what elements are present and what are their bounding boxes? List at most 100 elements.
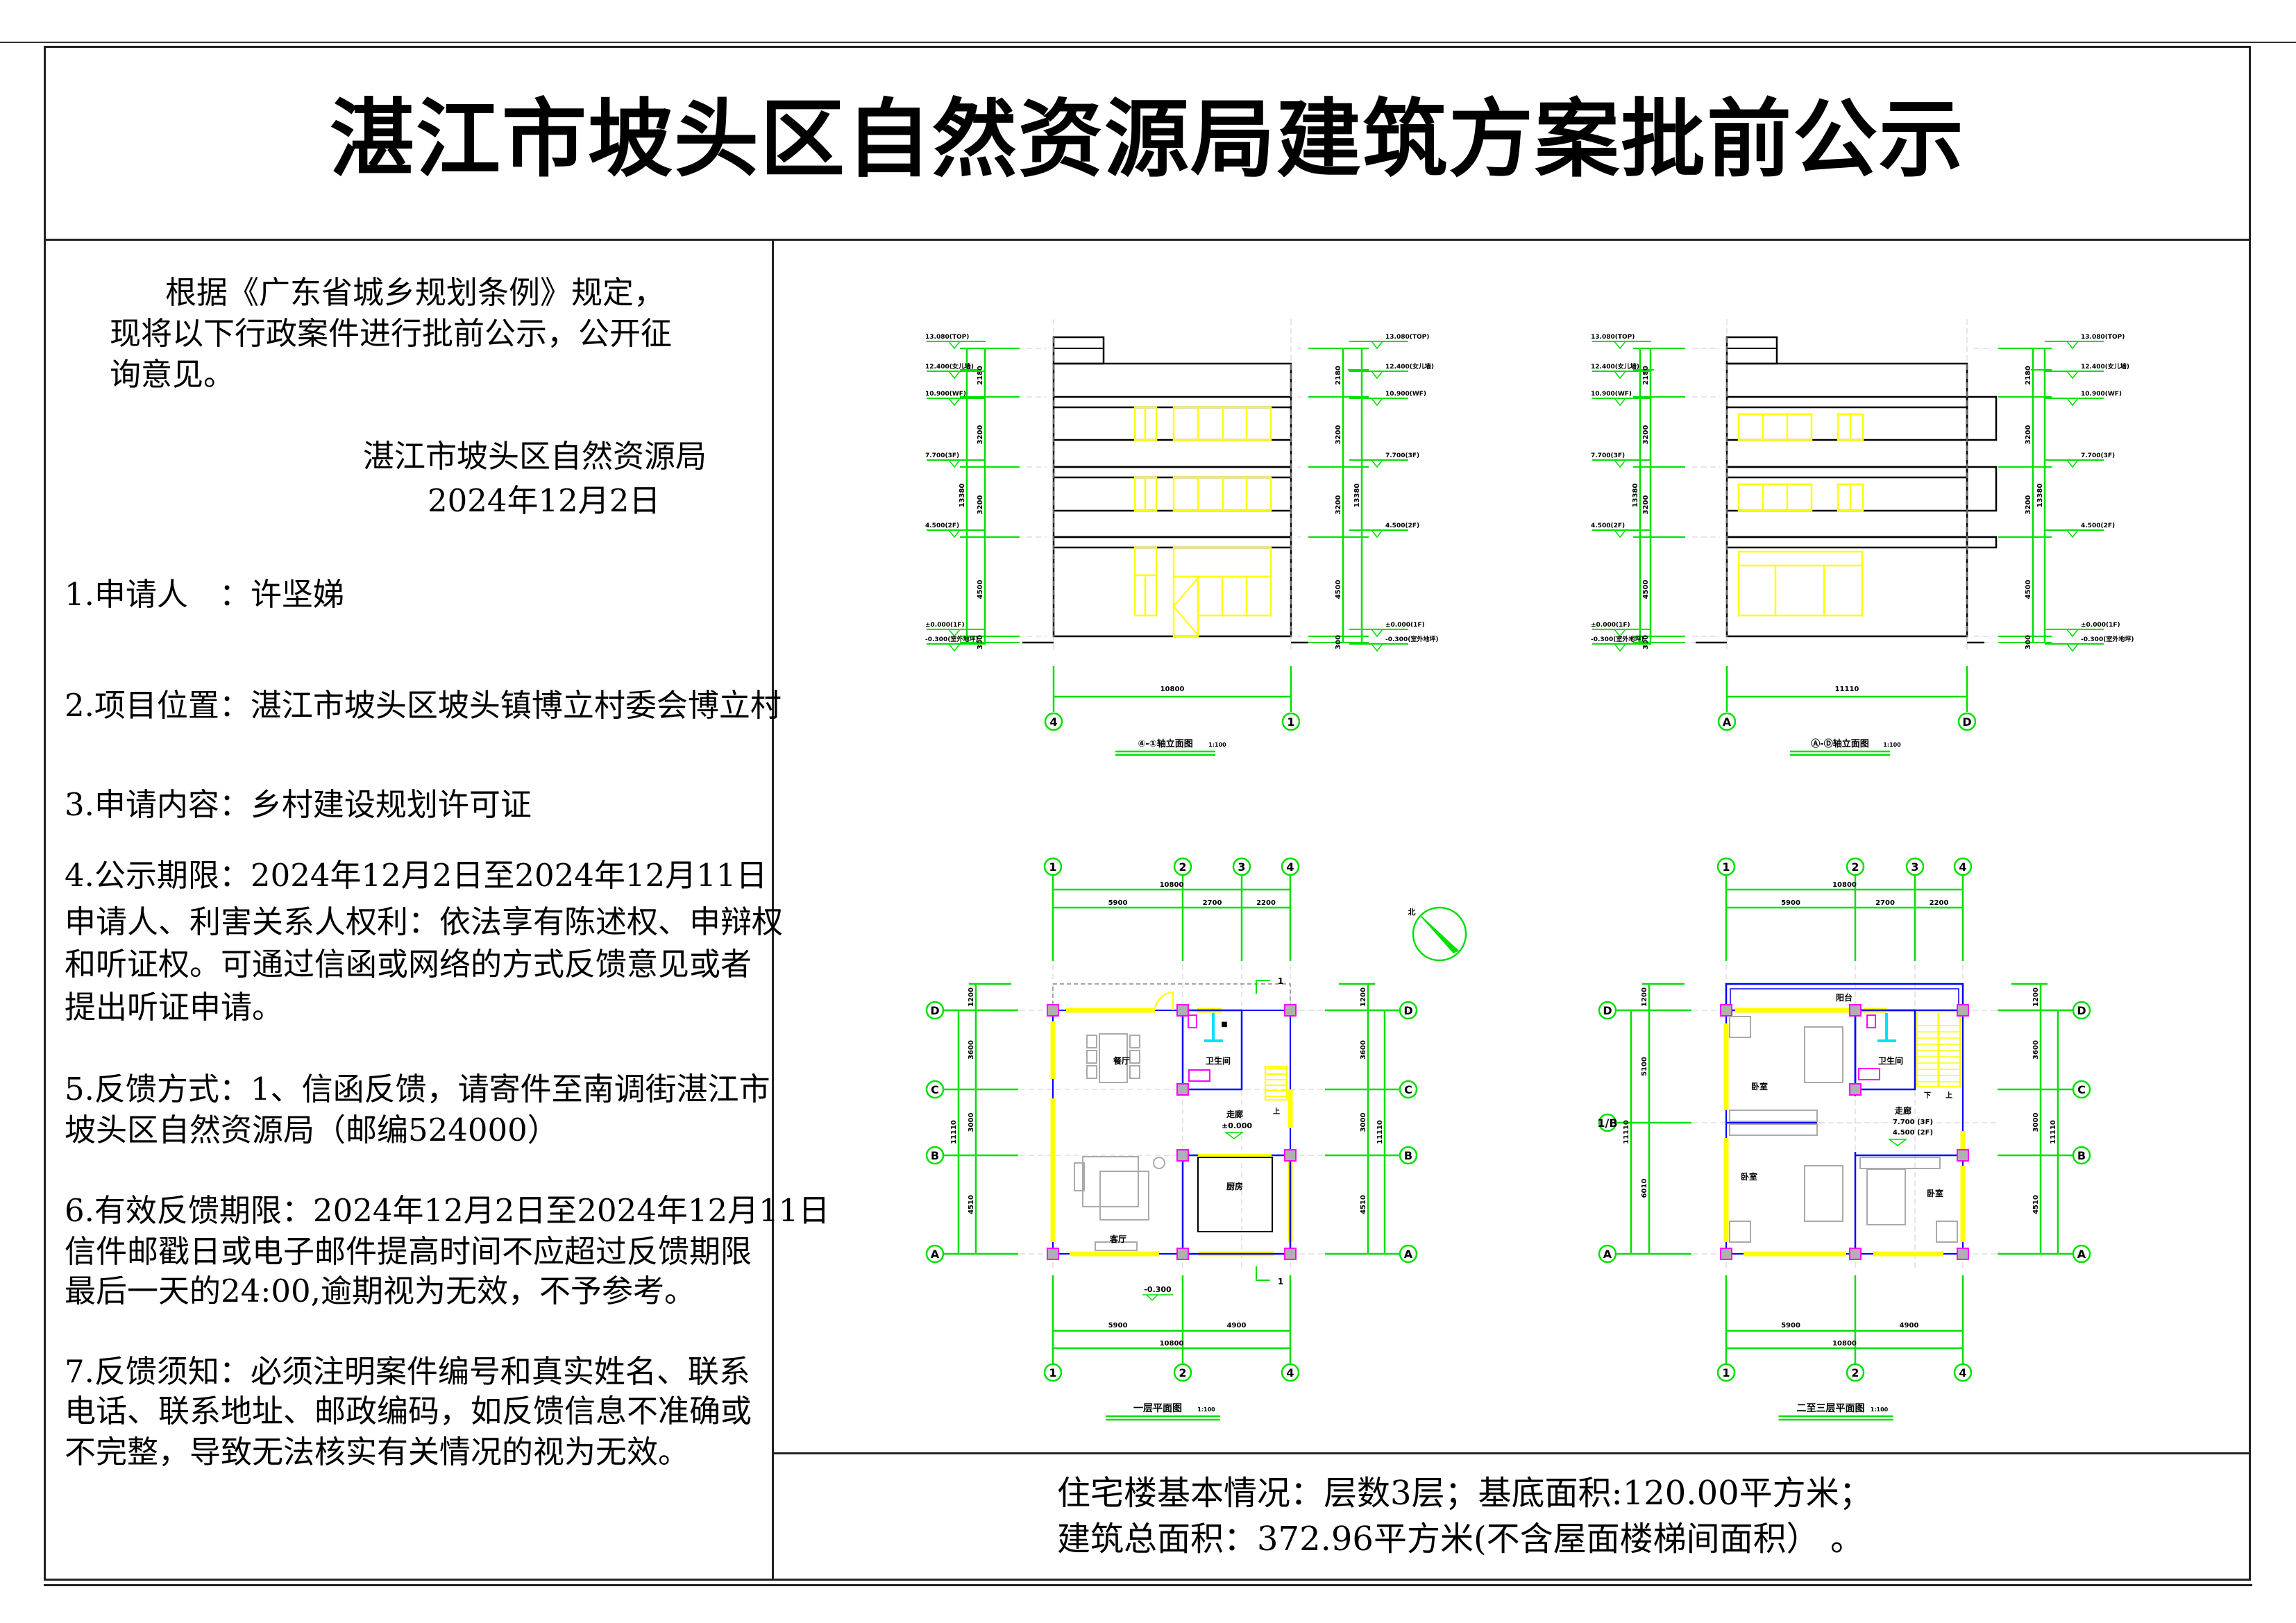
level-label: -0.300(室外地坪)	[1385, 635, 1438, 643]
axis-label: 4	[1049, 715, 1057, 729]
balcony-projection	[1966, 536, 1998, 549]
axis-bubble	[1173, 1363, 1192, 1382]
axis-bubble	[1953, 1363, 1973, 1382]
item-feedback-deadline-line: 最后一天的24:00,逾期视为无效，不予参考。	[65, 1273, 695, 1309]
axis-label: 4	[1959, 860, 1966, 874]
level-marker	[1613, 629, 1627, 638]
dimension-text: 3200	[2025, 495, 2032, 515]
dimension-text: 10800	[1832, 1340, 1857, 1348]
room-label: 卫生间	[1878, 1055, 1903, 1066]
dimension-text: 10800	[1160, 1340, 1184, 1348]
dimension-text: 4500	[977, 580, 984, 600]
chair	[1086, 1065, 1097, 1079]
axis-bubble	[2072, 1080, 2091, 1099]
washbasin-icon	[1858, 1068, 1880, 1080]
page-title: 湛江市坡头区自然资源局建筑方案批前公示	[330, 89, 1965, 189]
item-feedback-notes-line: 电话、联系地址、邮政编码，如反馈信息不准确或	[65, 1393, 752, 1429]
axis-label: 1	[1287, 715, 1294, 729]
dimension-text: 300	[977, 635, 984, 649]
porch-outline	[1052, 983, 1291, 1011]
sofa	[1082, 1156, 1139, 1207]
dimension-text: 300	[1335, 635, 1342, 649]
level-label: 12.400(女儿墙)	[925, 362, 974, 371]
level-marker	[947, 643, 961, 652]
dimension-text: 2700	[1203, 899, 1222, 907]
axis-bubble	[1399, 1146, 1418, 1165]
item-period: 4.公示期限：2024年12月2日至2024年12月11日	[65, 857, 768, 894]
level-marker	[2066, 341, 2079, 350]
level-marker	[1887, 1139, 1908, 1146]
notice-date: 2024年12月2日	[428, 482, 661, 519]
entrance-door	[1172, 575, 1199, 638]
axis-bubble	[1598, 1244, 1617, 1264]
level-marker	[2066, 629, 2079, 638]
shower-icon: ■	[1221, 1021, 1227, 1028]
axis-label: 1	[1049, 860, 1056, 874]
dimension-text: 2200	[1256, 899, 1276, 907]
stair	[1265, 1066, 1288, 1101]
column	[1176, 1083, 1189, 1096]
bed	[1804, 1026, 1843, 1083]
dimension-text: 4510	[2032, 1195, 2040, 1214]
axis-label: 1/B	[1597, 1116, 1617, 1130]
intro-line: 根据《广东省城乡规划条例》规定，	[165, 274, 666, 311]
axis-label: 2	[1851, 1366, 1859, 1379]
axis-label: A	[2077, 1248, 2086, 1261]
dimension-text: 3200	[1642, 425, 1650, 445]
column	[1284, 1248, 1297, 1260]
dimension-text: 4500	[1335, 580, 1342, 600]
level-label: 12.400(女儿墙)	[1591, 362, 1639, 371]
room-label: 卫生间	[1206, 1055, 1231, 1066]
level-label: 10.900(WF)	[1385, 391, 1426, 398]
bed	[1804, 1165, 1843, 1222]
column	[1957, 1149, 1969, 1162]
level-label: 12.400(女儿墙)	[2081, 362, 2129, 371]
dimension-text: 3600	[968, 1040, 975, 1060]
level-marker	[947, 371, 961, 380]
dimension-text: 2180	[977, 366, 984, 385]
level-marker	[1370, 643, 1384, 652]
item-feedback-notes: 7.反馈须知：必须注明案件编号和真实姓名、联系	[65, 1353, 750, 1390]
level-marker	[1613, 341, 1627, 350]
level-label: 4.500(2F)	[1385, 522, 1419, 529]
level-marker	[1370, 459, 1384, 468]
level-marker	[1613, 371, 1627, 380]
level-marker	[1142, 1294, 1173, 1302]
dimension-text: 11110	[1623, 1120, 1630, 1144]
dimension-text: 5100	[1641, 1057, 1648, 1076]
dimension-text: 4500	[1642, 580, 1650, 600]
axis-label: D	[2077, 1004, 2086, 1017]
section-label: 1	[1278, 1277, 1283, 1286]
kitchen-counter	[1197, 1157, 1273, 1232]
level-marker	[1613, 398, 1627, 407]
kitchen-wall	[1181, 1154, 1292, 1255]
level-marker	[947, 529, 961, 538]
chair	[1129, 1050, 1140, 1064]
north-label: 北	[1408, 907, 1416, 917]
level-label: 4.500(2F)	[1591, 522, 1625, 529]
tv-cabinet	[1095, 1241, 1138, 1251]
bottom-border-line	[44, 1584, 2252, 1586]
drawing-scale: 1:100	[1871, 1407, 1889, 1413]
dimension-text: 300	[1642, 635, 1650, 649]
axis-label: 4	[1286, 1366, 1294, 1379]
level-label: 12.400(女儿墙)	[1385, 362, 1434, 371]
axis-label: 1	[1049, 1366, 1056, 1379]
axis-bubble	[925, 1001, 945, 1020]
axis-label: C	[1404, 1083, 1412, 1096]
desk	[1729, 1221, 1751, 1243]
axis-label: C	[931, 1083, 939, 1096]
dimension-text: 3200	[977, 495, 984, 515]
axis-bubble	[1598, 1001, 1617, 1020]
level-label: -0.300(室外地坪)	[925, 635, 978, 643]
column	[1176, 1149, 1189, 1162]
wardrobe	[1729, 1110, 1818, 1122]
dimension-text: 3200	[1335, 495, 1342, 515]
dimension-total: 13380	[1353, 484, 1361, 508]
chair	[1129, 1035, 1140, 1048]
washbasin-icon	[1188, 1069, 1210, 1082]
level-label: -0.300(室外地坪)	[2081, 635, 2134, 643]
axis-bubble	[1957, 712, 1977, 731]
item-feedback-method-line: 坡头区自然资源局（邮编524000）	[65, 1112, 559, 1148]
axis-bubble	[1953, 857, 1973, 876]
